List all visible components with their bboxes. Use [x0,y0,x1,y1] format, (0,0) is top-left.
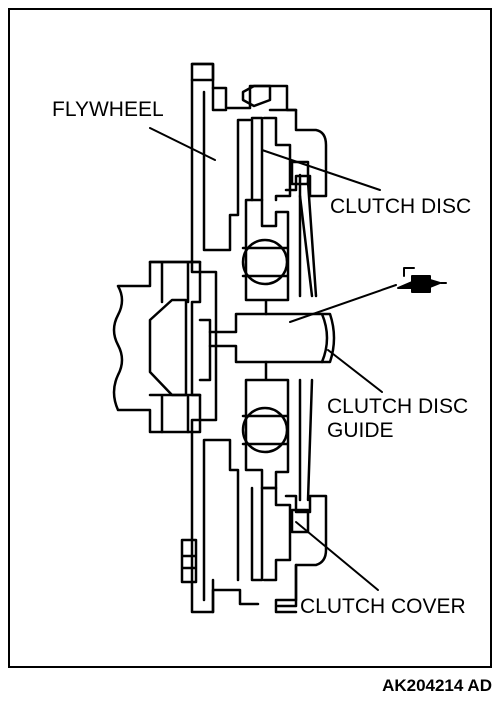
clutch-cover-upper [268,108,328,298]
pressure-plate-upper [262,116,292,202]
leader-flywheel [149,127,216,161]
hub-spring-lower-cap [241,414,289,446]
flywheel-inner-face [202,90,252,602]
diaphragm-upper [298,173,318,298]
disc-facing-upper [250,116,264,202]
label-clutch-disc: CLUTCH DISC [330,195,472,218]
cover-latch-upper [241,84,272,108]
diaphragm-lower [298,378,314,502]
leader-clutch-cover [295,521,379,591]
clutch-disc-guide-end [320,312,329,364]
leader-clutch-disc-guide [327,349,383,393]
pressure-plate-lower [262,486,292,582]
crankshaft-bolt-top [148,260,202,304]
flywheel-bolt-top [190,62,215,82]
figure-frame [8,8,492,668]
clutch-disc-guide [208,312,336,364]
hub-spring-upper-cap [241,246,289,278]
disc-facing-lower [250,486,264,582]
leader-grease [289,284,397,323]
figure-code: AK204214 AD [382,676,492,695]
label-clutch-disc-guide-line2: GUIDE [327,419,394,442]
crankshaft-pilot [148,298,188,397]
cover-rivet-upper [290,160,310,186]
label-clutch-disc-guide-line1: CLUTCH DISC [327,395,469,418]
crankshaft-bolt-bottom [148,393,202,434]
cover-outer-lower [276,563,298,608]
hub-spring-lower [241,406,289,454]
flywheel-bolt-bottom [180,538,198,584]
flywheel-ring [211,86,228,614]
crankshaft [112,260,202,434]
crankshaft-flange [198,318,212,382]
leader-clutch-disc [261,149,381,191]
label-flywheel: FLYWHEEL [52,98,164,121]
label-clutch-cover: CLUTCH COVER [300,595,466,618]
disc-hub-upper [244,198,290,316]
hub-spring-upper [241,238,289,286]
disc-hub-lower [244,360,290,490]
grease-gun-icon [397,267,447,293]
